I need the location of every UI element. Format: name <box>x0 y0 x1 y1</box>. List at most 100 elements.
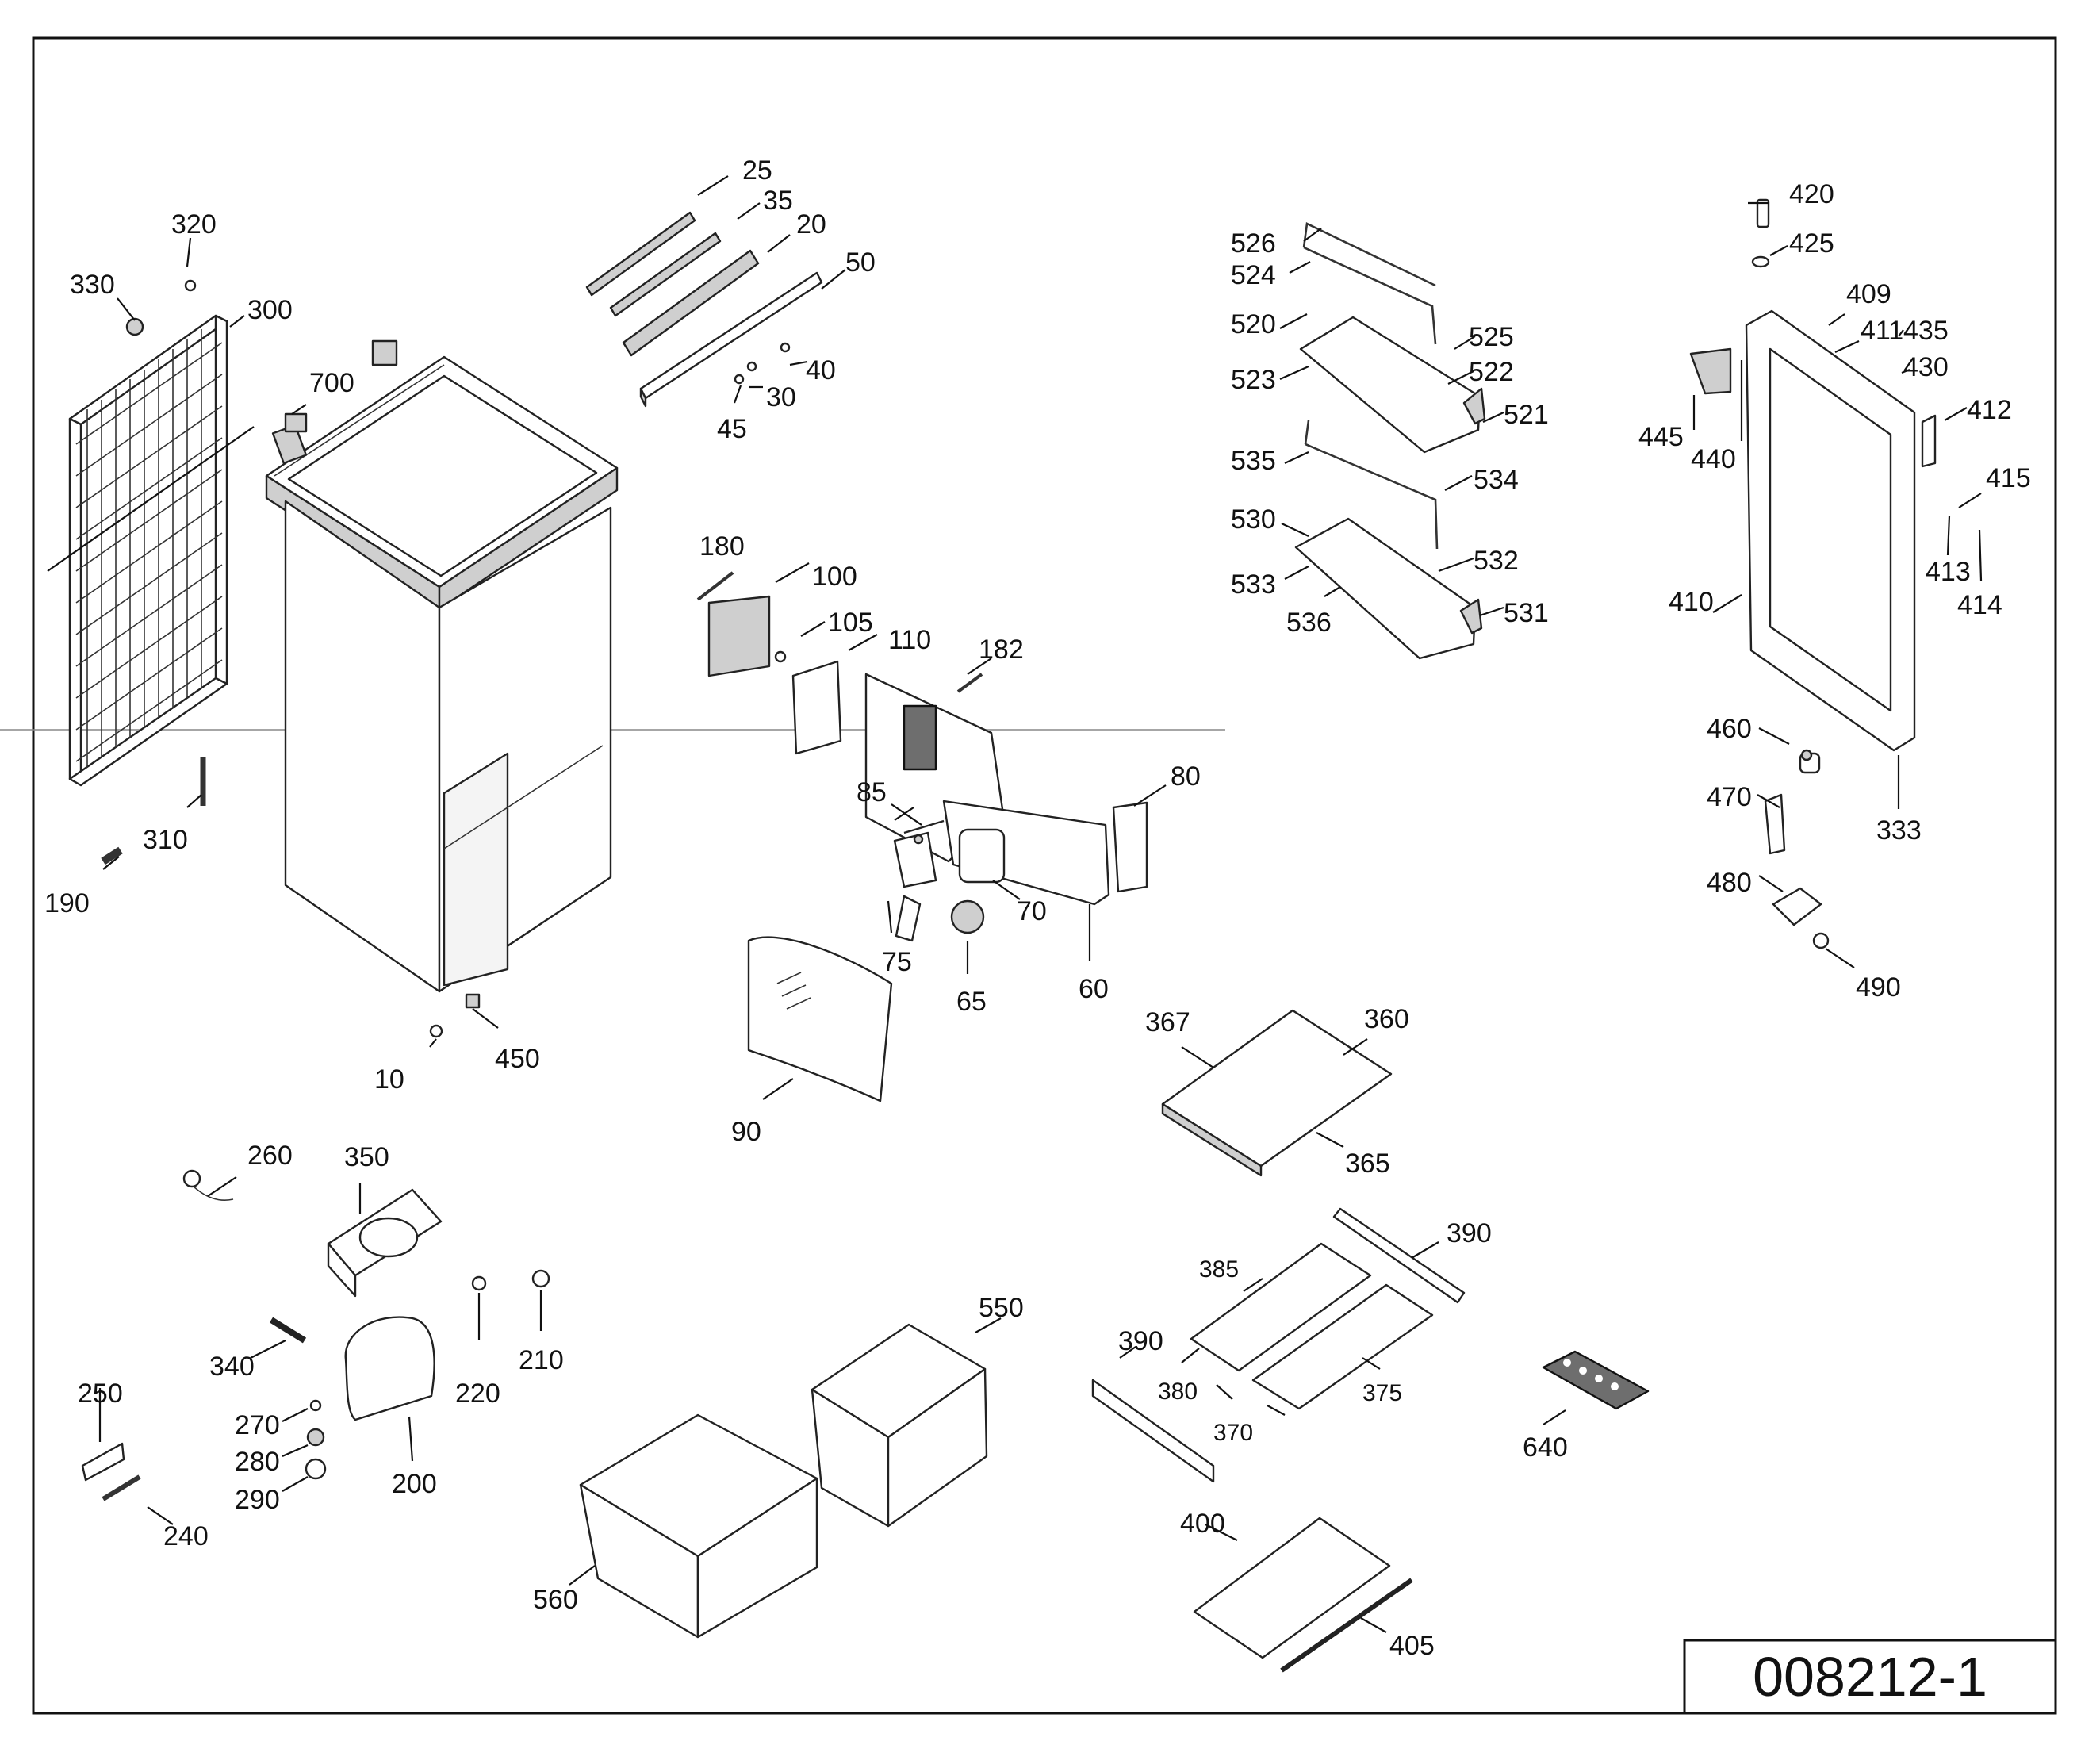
light-housing-parts <box>707 595 1148 942</box>
label-460: 460 <box>1707 714 1752 744</box>
label-90: 90 <box>731 1117 761 1147</box>
label-270: 270 <box>235 1410 280 1440</box>
shelf-360 <box>1161 1009 1393 1177</box>
label-260: 260 <box>247 1141 293 1171</box>
label-536: 536 <box>1286 608 1332 638</box>
label-390-left: 390 <box>1118 1326 1163 1356</box>
label-365: 365 <box>1345 1149 1390 1179</box>
drawing-frame <box>32 36 2057 1715</box>
label-60: 60 <box>1079 974 1109 1004</box>
label-470: 470 <box>1707 782 1752 812</box>
label-409: 409 <box>1846 279 1891 309</box>
door-frame-410 <box>1689 309 1937 774</box>
label-35: 35 <box>763 186 793 216</box>
label-182: 182 <box>979 635 1024 665</box>
label-45: 45 <box>717 414 747 444</box>
label-375: 375 <box>1362 1380 1402 1406</box>
drawing-number: 008212-1 <box>1753 1646 1987 1708</box>
label-290: 290 <box>235 1485 280 1515</box>
drawing-number-box: 008212-1 <box>1683 1639 2057 1715</box>
label-380: 380 <box>1158 1379 1198 1405</box>
label-40: 40 <box>806 355 836 385</box>
label-200: 200 <box>392 1469 437 1499</box>
label-524: 524 <box>1231 260 1276 290</box>
label-550: 550 <box>979 1293 1024 1323</box>
label-85: 85 <box>857 777 887 807</box>
label-490: 490 <box>1856 972 1901 1003</box>
label-220: 220 <box>455 1379 500 1409</box>
callout-labels: 25 35 20 50 40 30 45 320 330 300 700 310… <box>44 155 2031 1661</box>
label-300: 300 <box>247 295 293 325</box>
label-100: 100 <box>812 562 857 592</box>
label-310: 310 <box>143 825 188 855</box>
label-411: 411 <box>1861 316 1903 346</box>
label-280: 280 <box>235 1447 280 1477</box>
label-385: 385 <box>1199 1256 1239 1283</box>
label-400: 400 <box>1180 1509 1225 1539</box>
drawer-550 <box>811 1323 988 1528</box>
label-533: 533 <box>1231 569 1276 600</box>
label-640: 640 <box>1523 1432 1568 1463</box>
egg-tray-640 <box>1542 1350 1650 1410</box>
label-525: 525 <box>1469 322 1514 352</box>
label-25: 25 <box>742 155 772 186</box>
hinge-parts <box>1751 198 1830 949</box>
misc-small-parts <box>101 279 1813 1291</box>
label-50: 50 <box>845 247 876 278</box>
label-412: 412 <box>1967 395 2012 425</box>
label-534: 534 <box>1474 465 1519 495</box>
label-532: 532 <box>1474 546 1519 576</box>
glass-plate-400 <box>1193 1517 1413 1673</box>
label-560: 560 <box>533 1585 578 1615</box>
label-430: 430 <box>1903 352 1949 382</box>
label-350: 350 <box>344 1142 389 1172</box>
crisper-cover-parts <box>1091 1207 1466 1483</box>
label-360: 360 <box>1364 1004 1409 1034</box>
label-320: 320 <box>171 209 217 240</box>
label-65: 65 <box>956 987 987 1017</box>
label-523: 523 <box>1231 365 1276 395</box>
label-405: 405 <box>1389 1631 1435 1661</box>
label-414: 414 <box>1957 590 2002 620</box>
label-30: 30 <box>766 382 796 412</box>
cover-90 <box>747 936 893 1102</box>
label-425: 425 <box>1789 228 1834 259</box>
label-333: 333 <box>1876 815 1922 846</box>
control-strip-parts <box>585 211 823 408</box>
label-340: 340 <box>209 1352 255 1382</box>
label-180: 180 <box>699 531 745 562</box>
label-700: 700 <box>309 368 354 398</box>
label-210: 210 <box>519 1345 564 1375</box>
label-367: 367 <box>1145 1007 1190 1037</box>
condenser-part <box>47 314 255 787</box>
door-racks <box>1294 222 1486 660</box>
drawer-560 <box>579 1413 818 1639</box>
label-415: 415 <box>1986 463 2031 493</box>
leader-lines <box>98 175 1983 1633</box>
label-535: 535 <box>1231 446 1276 476</box>
label-531: 531 <box>1504 598 1549 628</box>
label-110: 110 <box>888 625 931 655</box>
label-240: 240 <box>163 1521 209 1551</box>
label-390: 390 <box>1447 1218 1492 1248</box>
label-75: 75 <box>882 947 912 977</box>
label-105: 105 <box>828 608 873 638</box>
label-435: 435 <box>1903 316 1949 346</box>
cabinet-part <box>265 339 619 993</box>
label-526: 526 <box>1231 228 1276 259</box>
label-445: 445 <box>1638 422 1684 452</box>
label-80: 80 <box>1171 761 1201 792</box>
label-190: 190 <box>44 888 90 918</box>
label-522: 522 <box>1469 357 1514 387</box>
label-420: 420 <box>1789 179 1834 209</box>
label-521: 521 <box>1504 400 1549 430</box>
label-370: 370 <box>1213 1420 1253 1446</box>
label-413: 413 <box>1926 557 1971 587</box>
compressor-parts <box>81 1169 443 1501</box>
label-20: 20 <box>796 209 826 240</box>
label-440: 440 <box>1691 444 1736 474</box>
label-330: 330 <box>70 270 115 300</box>
label-450: 450 <box>495 1044 540 1074</box>
label-410: 410 <box>1669 587 1714 617</box>
